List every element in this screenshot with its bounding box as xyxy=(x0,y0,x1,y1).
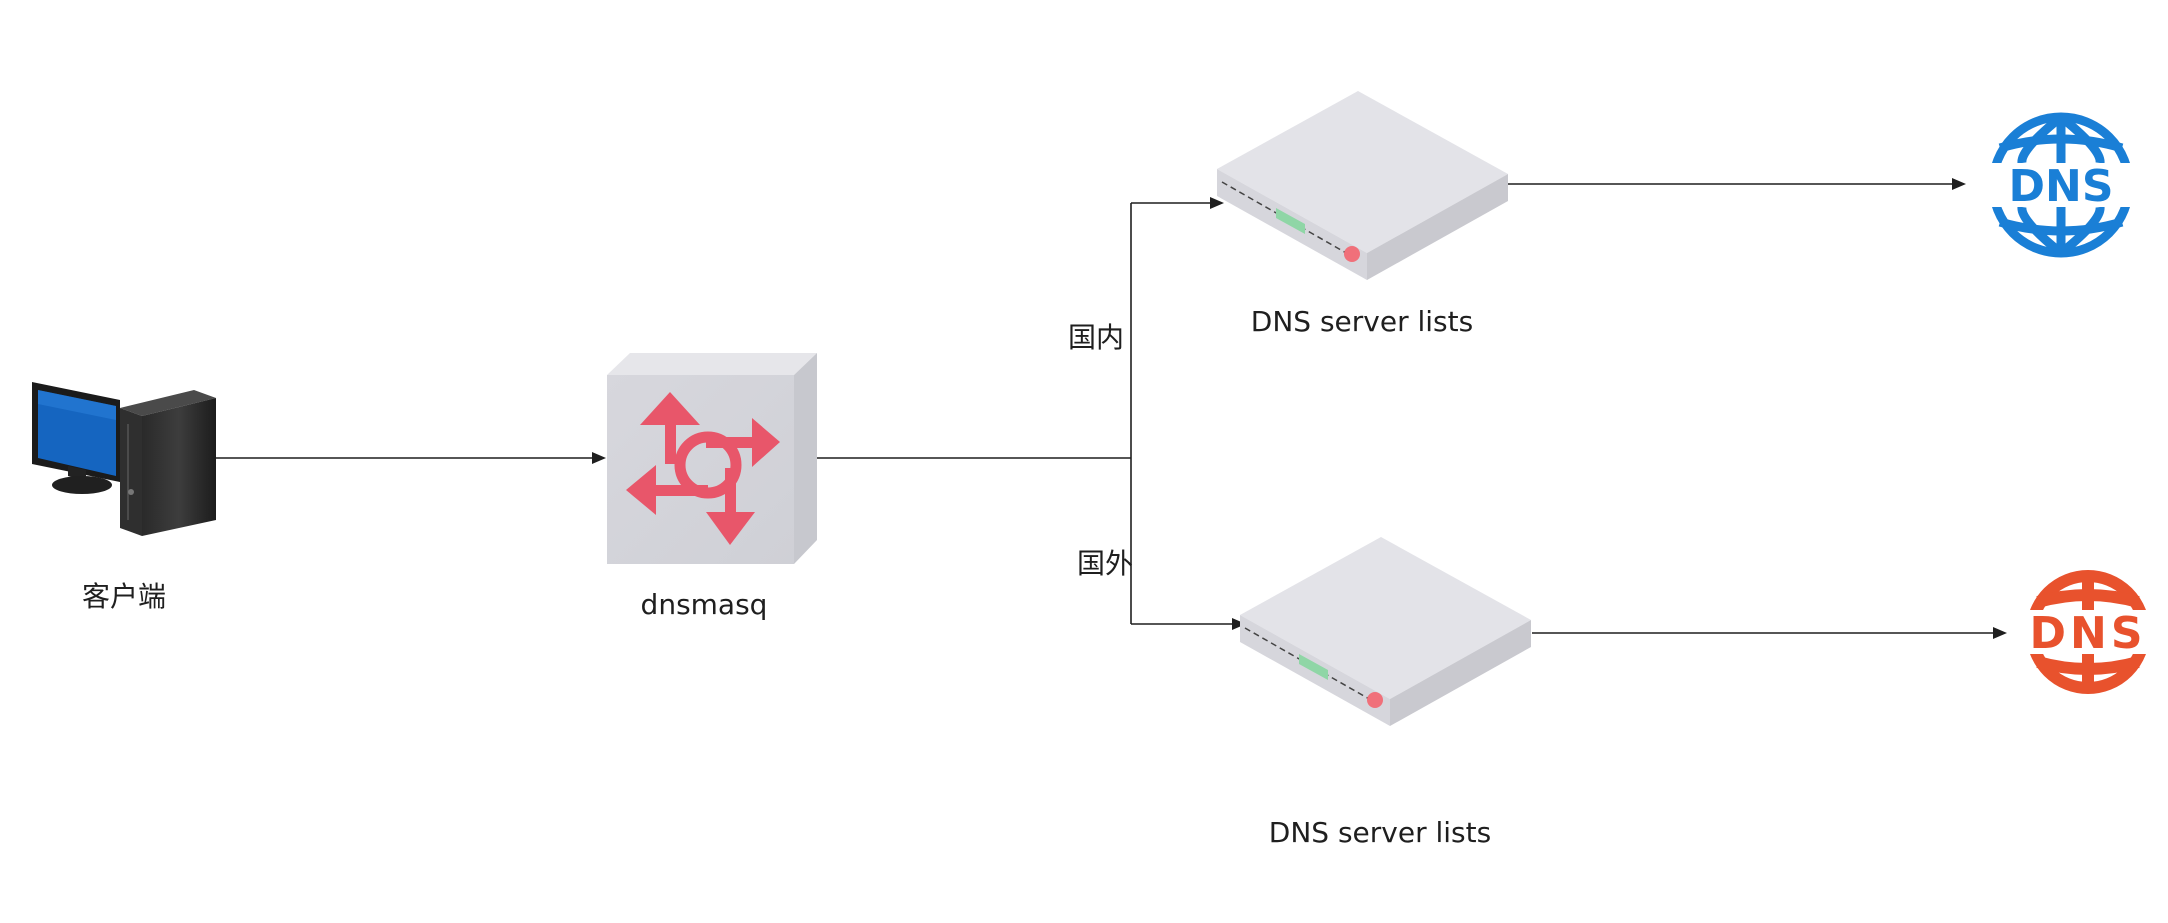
router-arrows-icon xyxy=(626,392,780,545)
server-foreign-label: DNS server lists xyxy=(1269,816,1491,849)
server-led-green xyxy=(1299,654,1328,680)
server-led-red xyxy=(1367,692,1383,708)
dnsmasq-router-icon xyxy=(607,353,817,564)
server-domestic-label: DNS server lists xyxy=(1251,305,1473,338)
server-led-green xyxy=(1276,208,1305,234)
dns-globe-icon: DNS xyxy=(2022,570,2156,694)
server-led-red xyxy=(1344,246,1360,262)
edge-server-to-dns-domestic xyxy=(1508,178,1966,190)
edge-server-to-dns-foreign xyxy=(1532,627,2007,639)
edge-label-foreign: 国外 xyxy=(1077,547,1133,580)
edge-domestic xyxy=(1131,197,1224,209)
client-label: 客户端 xyxy=(82,580,166,613)
server-domestic-icon xyxy=(1217,91,1508,280)
edge-client-to-dnsmasq xyxy=(215,452,606,464)
client-pc-icon xyxy=(32,382,216,536)
edge-foreign xyxy=(1131,618,1246,630)
dns-domestic-text: DNS xyxy=(2008,161,2113,212)
dns-globe-icon: DNS xyxy=(1988,112,2134,258)
edge-label-domestic: 国内 xyxy=(1068,321,1124,354)
edge-dnsmasq-split xyxy=(816,203,1132,624)
server-foreign-icon xyxy=(1240,537,1531,726)
dnsmasq-label: dnsmasq xyxy=(641,588,768,621)
dns-foreign-text: DNS xyxy=(2029,608,2146,659)
